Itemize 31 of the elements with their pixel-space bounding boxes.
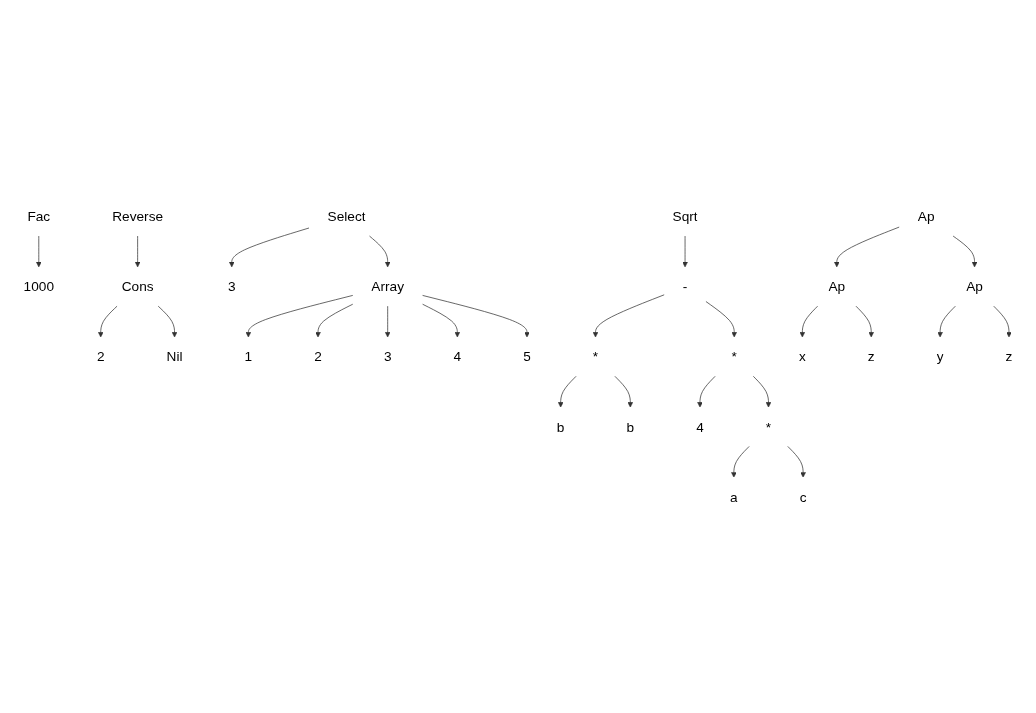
node-text: Select (327, 208, 366, 225)
node-text: y (936, 348, 944, 365)
node-text: Sqrt (672, 208, 698, 225)
node-text: b (626, 418, 635, 435)
node-text: 3 (383, 348, 392, 365)
node-text: * (765, 418, 772, 435)
node-text: 5 (523, 348, 531, 365)
node-text: z (867, 348, 875, 365)
node-text: Ap (828, 278, 846, 295)
node-text: Reverse (112, 208, 164, 225)
node-text: Array (371, 278, 404, 295)
node-text: z (1005, 348, 1013, 365)
node-text: Ap (966, 278, 983, 295)
node-text: 2 (314, 348, 322, 365)
node-text: c (799, 488, 807, 505)
node-text: a (730, 488, 738, 505)
node-text: 4 (696, 418, 704, 435)
node-text: 3 (227, 278, 236, 295)
node-text: Ap (917, 208, 935, 225)
node-text: 4 (453, 348, 462, 365)
node-text: Cons (121, 278, 154, 295)
node-text: 2 (96, 348, 105, 365)
node-text: b (556, 418, 565, 435)
node-text: x (798, 348, 806, 365)
node-text: Nil (166, 348, 183, 365)
node-text: * (731, 348, 737, 365)
node-text: * (592, 348, 599, 365)
node-text: - (682, 278, 688, 295)
node-text: Fac (27, 208, 51, 225)
node-text: 1 (244, 348, 253, 365)
node-text: 1000 (23, 278, 54, 295)
